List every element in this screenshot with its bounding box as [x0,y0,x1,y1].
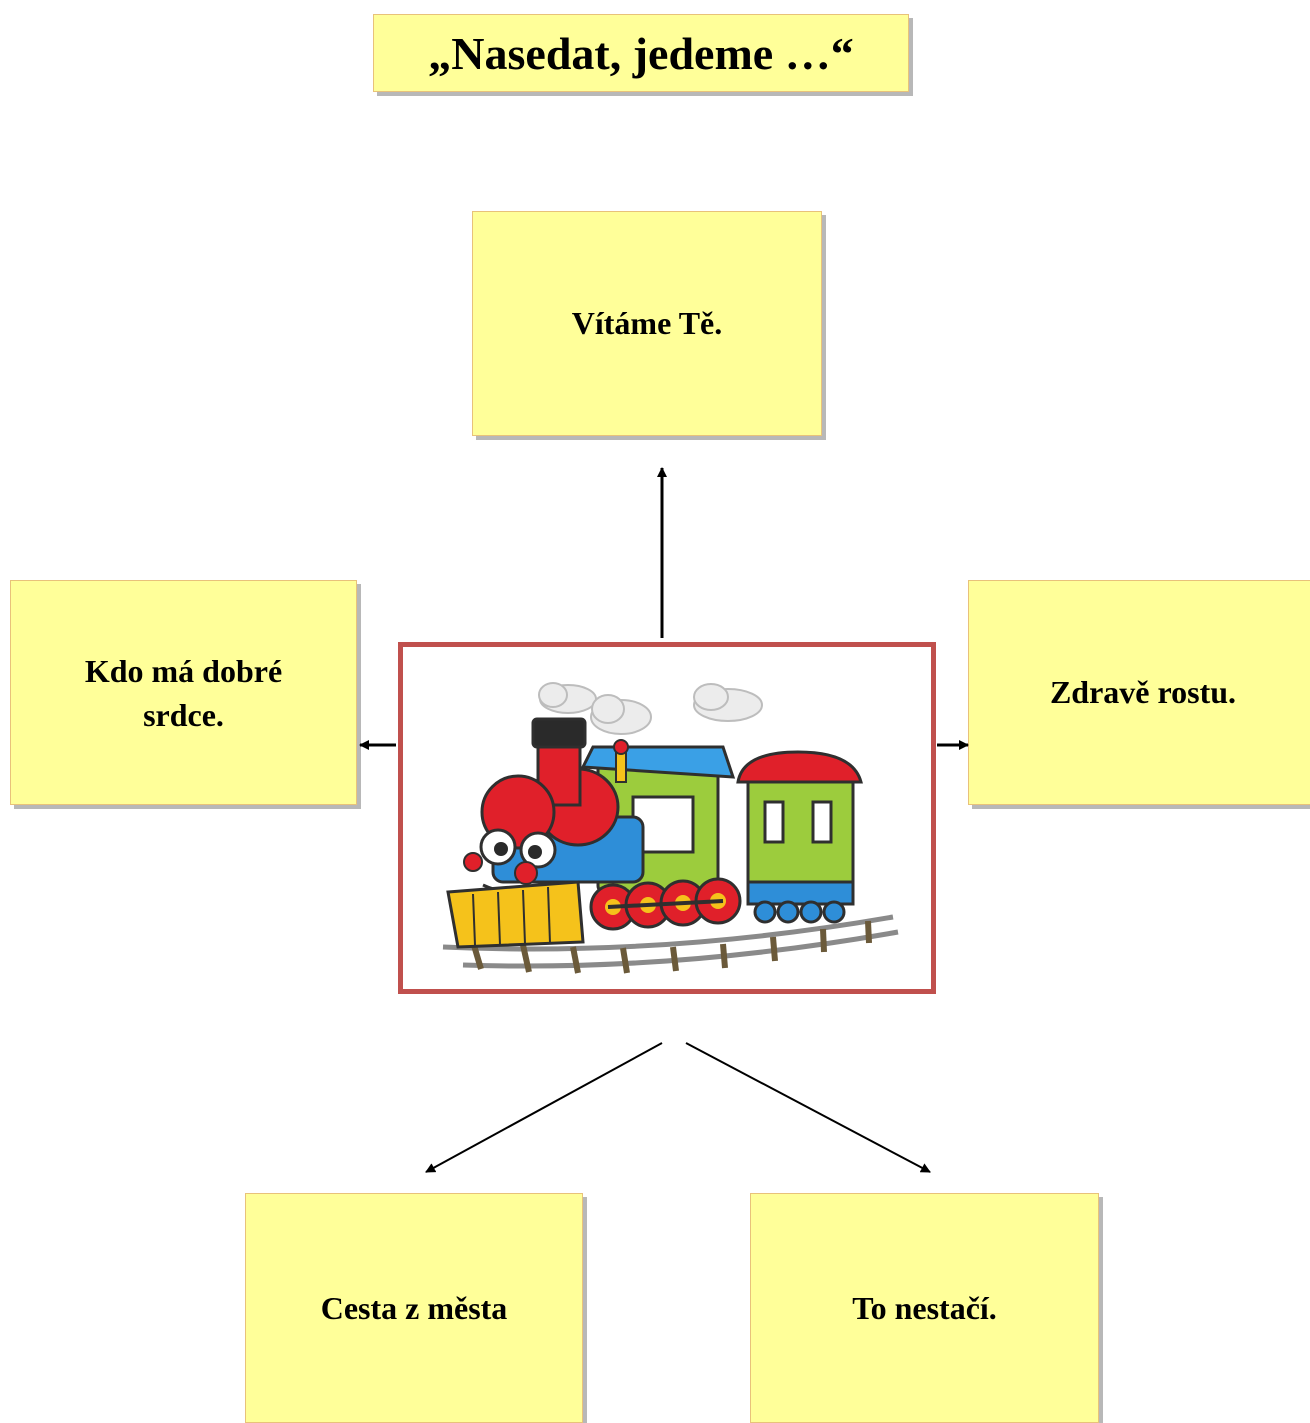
box-bottom-left: Cesta z města [245,1193,583,1423]
title-text: „Nasedat, jedeme …“ [428,27,854,79]
box-left: Kdo má dobré srdce. [10,580,357,805]
box-bottom-right: To nestačí. [750,1193,1099,1423]
box-bottom-left-text: Cesta z města [320,1289,508,1326]
box-top-text: Vítáme Tě. [571,305,723,341]
arrow-bottom-right [685,1042,931,1173]
box-right: Zdravě rostu. [968,580,1310,805]
title-box: „Nasedat, jedeme …“ [373,14,909,92]
train-icon [442,682,899,974]
arrow-bottom-left [425,1042,663,1173]
train-image-frame [398,642,936,994]
box-left-text-line1: Kdo má dobré [84,652,283,689]
box-top: Vítáme Tě. [472,211,822,436]
box-left-text-line2: srdce. [143,696,224,733]
box-right-text: Zdravě rostu. [1049,674,1237,710]
box-bottom-right-text: To nestačí. [852,1289,997,1326]
